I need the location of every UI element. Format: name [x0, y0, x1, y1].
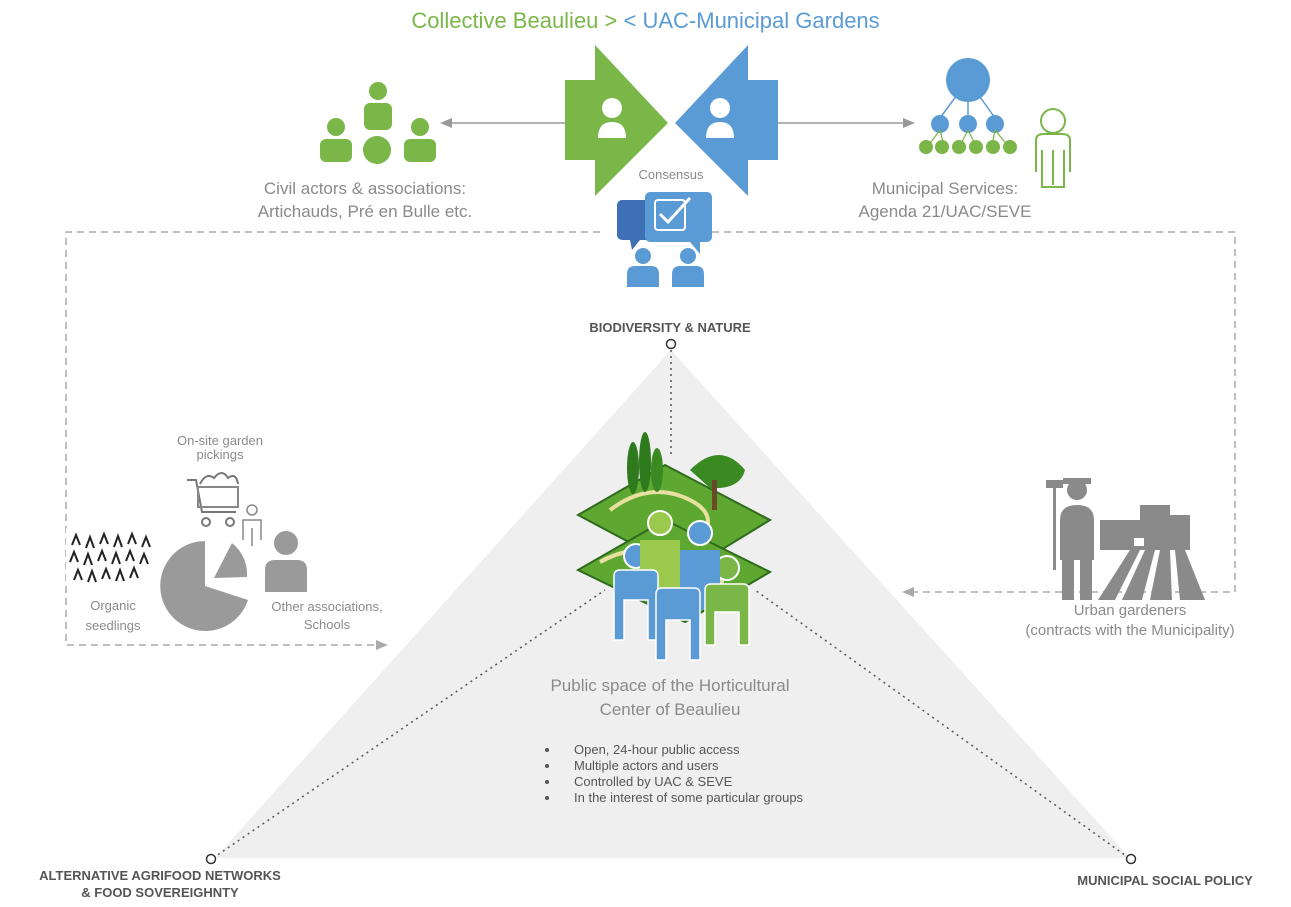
title-right: < UAC-Municipal Gardens — [617, 8, 880, 33]
vertex-top-dot — [665, 338, 677, 350]
seedlings-label: Organic seedlings — [70, 596, 156, 636]
municipal-arrow-icon — [675, 45, 778, 196]
vertex-biodiversity-label: BIODIVERSITY & NATURE — [589, 320, 751, 335]
municipal-services-label: Municipal Services: Agenda 21/UAC/SEVE — [820, 177, 1070, 223]
municipal-services-line1: Municipal Services: — [871, 179, 1019, 198]
collective-arrow-icon — [565, 45, 668, 196]
center-title-line1: Public space of the Horticultural — [550, 676, 790, 695]
dashed-arrowhead-right — [902, 587, 914, 597]
civil-actors-line1: Civil actors & associations: — [263, 179, 467, 198]
urban-gardeners-label: Urban gardeners (contracts with the Muni… — [995, 601, 1265, 641]
bullet-item: Multiple actors and users — [560, 758, 860, 774]
dashed-arrowhead-left — [376, 640, 388, 650]
urban-gardener-icon — [1046, 478, 1205, 600]
associations-line1: Other associations, — [271, 599, 383, 614]
municipal-services-line2: Agenda 21/UAC/SEVE — [858, 202, 1032, 221]
pickings-line1: On-site garden — [177, 433, 263, 448]
arrowhead-municipal-services — [903, 118, 915, 128]
association-person-icon — [265, 531, 307, 592]
vertex-agrifood-line2: & FOOD SOVEREIGHNTY — [81, 885, 239, 900]
bullet-item: Open, 24-hour public access — [560, 742, 860, 758]
center-bullet-list: Open, 24-hour public access Multiple act… — [532, 742, 860, 806]
center-title-line2: Center of Beaulieu — [599, 700, 741, 719]
bullet-item: Controlled by UAC & SEVE — [560, 774, 860, 790]
municipal-hierarchy-icon — [919, 58, 1017, 154]
seedlings-line1: Organic — [90, 598, 136, 613]
small-person-icon — [242, 504, 262, 546]
diagram-title: Collective Beaulieu > < UAC-Municipal Ga… — [0, 8, 1291, 34]
title-left: Collective Beaulieu > — [411, 8, 618, 33]
center-title: Public space of the Horticultural Center… — [520, 674, 820, 722]
consensus-label: Consensus — [638, 167, 704, 182]
civil-actors-line2: Artichauds, Pré en Bulle etc. — [257, 202, 473, 221]
dotted-edge-left — [212, 589, 606, 859]
urban-gardeners-line1: Urban gardeners — [1073, 602, 1187, 619]
landscape-people-icon — [575, 432, 773, 661]
associations-line2: Schools — [303, 617, 351, 632]
civil-actors-group-icon — [320, 82, 436, 164]
pickings-label: On-site garden pickings — [160, 434, 280, 462]
municipal-person-icon — [1035, 108, 1071, 188]
vertex-agrifood-label: ALTERNATIVE AGRIFOOD NETWORKS & FOOD SOV… — [0, 867, 320, 901]
pickings-line2: pickings — [196, 447, 244, 462]
seedlings-line2: seedlings — [85, 618, 141, 633]
shopping-cart-icon — [187, 472, 239, 527]
associations-label: Other associations, Schools — [252, 598, 402, 634]
civil-actors-label: Civil actors & associations: Artichauds,… — [215, 177, 515, 223]
vertex-social-policy-label: MUNICIPAL SOCIAL POLICY — [1077, 873, 1253, 888]
dashed-frame-left — [65, 231, 600, 646]
urban-gardeners-line2: (contracts with the Municipality) — [1025, 622, 1235, 639]
seedlings-pattern-icon — [66, 528, 152, 584]
vertex-agrifood-line1: ALTERNATIVE AGRIFOOD NETWORKS — [39, 868, 281, 883]
arrowhead-civil-actors — [440, 118, 452, 128]
bullet-item: In the interest of some particular group… — [560, 790, 804, 806]
pie-chart-icon — [160, 541, 248, 631]
consensus-chat-icon — [617, 192, 712, 287]
vertex-left-dot — [205, 853, 217, 865]
vertex-right-dot — [1125, 853, 1137, 865]
